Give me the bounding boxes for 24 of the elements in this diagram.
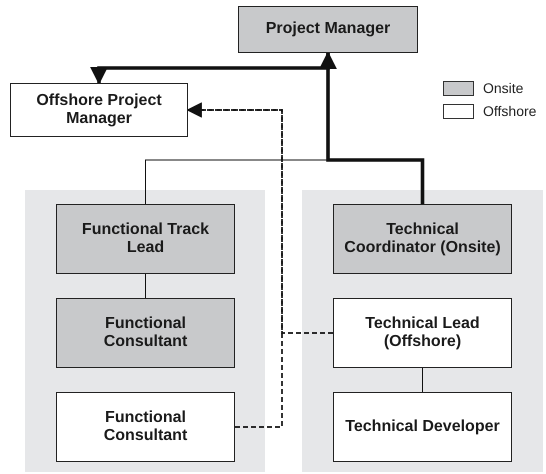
arrow bbox=[90, 53, 330, 85]
legend-label: Onsite bbox=[483, 80, 524, 96]
connector-line bbox=[422, 368, 423, 392]
role-title: Technical Developer bbox=[344, 418, 501, 436]
role-box bbox=[56, 392, 235, 462]
role-title: Project Manager bbox=[264, 20, 392, 39]
role-title: Technical Lead (Offshore) bbox=[364, 314, 481, 352]
role-title: Offshore Project Manager bbox=[35, 92, 163, 128]
role-box bbox=[56, 204, 235, 274]
role-title: Functional Consultant bbox=[102, 408, 188, 446]
role-box bbox=[238, 6, 418, 53]
role-box bbox=[10, 83, 188, 137]
role-box bbox=[56, 298, 235, 368]
role-title: Technical Coordinator (Onsite) bbox=[343, 220, 502, 258]
legend-label: Offshore bbox=[483, 103, 536, 119]
group-panel bbox=[302, 190, 543, 472]
role-box bbox=[333, 204, 512, 274]
arrow bbox=[186, 102, 333, 334]
role-box bbox=[333, 298, 512, 368]
role-box bbox=[333, 392, 512, 462]
group-panel bbox=[25, 190, 265, 472]
role-title: Functional Track Lead bbox=[80, 220, 210, 258]
role-title: Functional Consultant bbox=[102, 314, 188, 352]
connector-line bbox=[145, 274, 146, 298]
